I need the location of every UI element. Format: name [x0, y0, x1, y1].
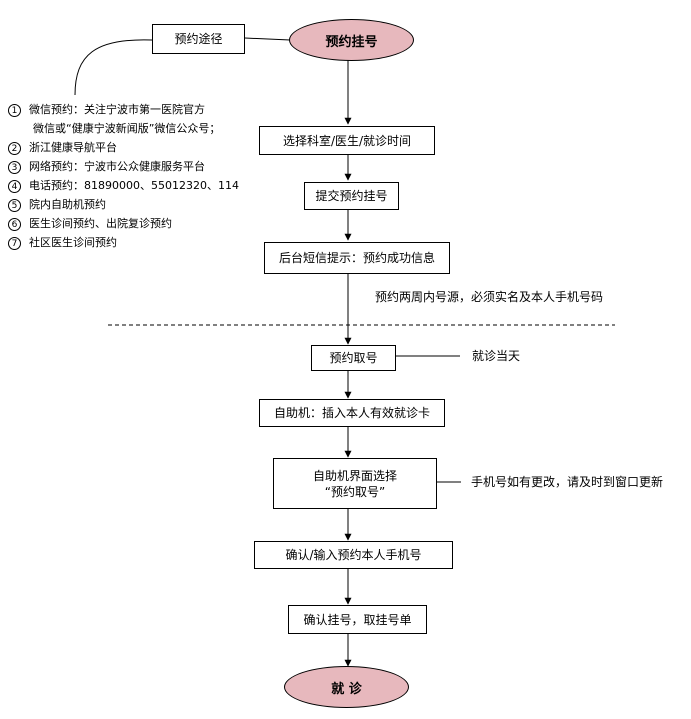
- channels-bracket-line: [74, 39, 153, 96]
- channel-item: 7 社区医生诊间预约: [8, 236, 117, 250]
- select-dept-box: 选择科室/医生/就诊时间: [259, 126, 435, 155]
- confirm-phone-box: 确认/输入预约本人手机号: [254, 541, 453, 569]
- channel-item: 3 网络预约：宁波市公众健康服务平台: [8, 160, 205, 174]
- channel-item: 2 浙江健康导航平台: [8, 141, 117, 155]
- item-label: 院内自助机预约: [29, 198, 106, 211]
- phone-change-note: 手机号如有更改，请及时到窗口更新: [471, 475, 664, 489]
- item-label: 社区医生诊间预约: [29, 236, 117, 249]
- item-number: 5: [8, 198, 21, 212]
- submit-box: 提交预约挂号: [304, 182, 399, 210]
- kiosk-select-line1: 自助机界面选择: [312, 468, 397, 483]
- kiosk-select-line2: “预约取号”: [324, 484, 386, 499]
- confirm-ticket-box: 确认挂号，取挂号单: [288, 605, 427, 634]
- item-label: 微信或“健康宁波新闻版”微信公众号；: [33, 122, 221, 135]
- item-number: 1: [8, 103, 21, 117]
- channel-item: 4 电话预约：81890000、55012320、114: [8, 179, 239, 193]
- channel-item: 5 院内自助机预约: [8, 198, 106, 212]
- item-number: 6: [8, 217, 21, 231]
- sms-box: 后台短信提示：预约成功信息: [264, 242, 450, 274]
- item-label: 微信预约：关注宁波市第一医院官方: [29, 103, 205, 116]
- item-number: 3: [8, 160, 21, 174]
- two-weeks-note: 预约两周内号源，必须实名及本人手机号码: [375, 290, 604, 304]
- channel-item: 1 微信预约：关注宁波市第一医院官方: [8, 103, 205, 117]
- item-number: 2: [8, 141, 21, 155]
- kiosk-select-box: 自助机界面选择 “预约取号”: [273, 458, 437, 509]
- channels-to-start-line: [244, 37, 291, 41]
- kiosk-insert-box: 自助机：插入本人有效就诊卡: [259, 399, 445, 427]
- end-node: 就 诊: [284, 666, 409, 708]
- item-label: 电话预约：81890000、55012320、114: [29, 179, 239, 192]
- channels-box: 预约途径: [152, 24, 245, 54]
- channel-item: 6 医生诊间预约、出院复诊预约: [8, 217, 172, 231]
- item-number: 7: [8, 236, 21, 250]
- channel-item-continued: 微信或“健康宁波新闻版”微信公众号；: [33, 122, 220, 136]
- same-day-note: 就诊当天: [472, 349, 521, 363]
- item-label: 网络预约：宁波市公众健康服务平台: [29, 160, 205, 173]
- item-number: 4: [8, 179, 21, 193]
- item-label: 浙江健康导航平台: [29, 141, 117, 154]
- get-number-box: 预约取号: [311, 345, 396, 371]
- start-node: 预约挂号: [289, 19, 414, 61]
- item-label: 医生诊间预约、出院复诊预约: [29, 217, 172, 230]
